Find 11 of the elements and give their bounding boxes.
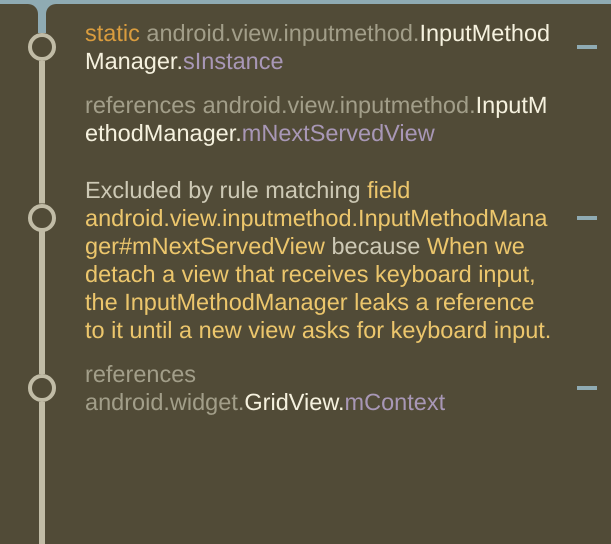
connector-line <box>39 402 45 544</box>
reference-text: references android.widget.GridView.mContext <box>85 360 446 416</box>
connector-line <box>39 232 45 374</box>
connector-line <box>39 61 45 204</box>
reference-text: references android.view.inputmethod.InputMethodManager.mNextServedView <box>85 91 548 147</box>
exclusion-note: Excluded by rule matching field android.view.inputmethod.InputMethodManager#mNextServedView because When we detach a view that receives keyboard input, the InputMethodManager leaks a reference to it until a new view asks for keyboard input. <box>85 176 552 344</box>
ring-marker <box>28 204 56 232</box>
ring-marker <box>28 374 56 402</box>
connector-line <box>38 14 46 33</box>
ring-marker <box>28 33 56 61</box>
reference-text: static android.view.inputmethod.InputMethodManager.sInstance <box>85 19 552 75</box>
